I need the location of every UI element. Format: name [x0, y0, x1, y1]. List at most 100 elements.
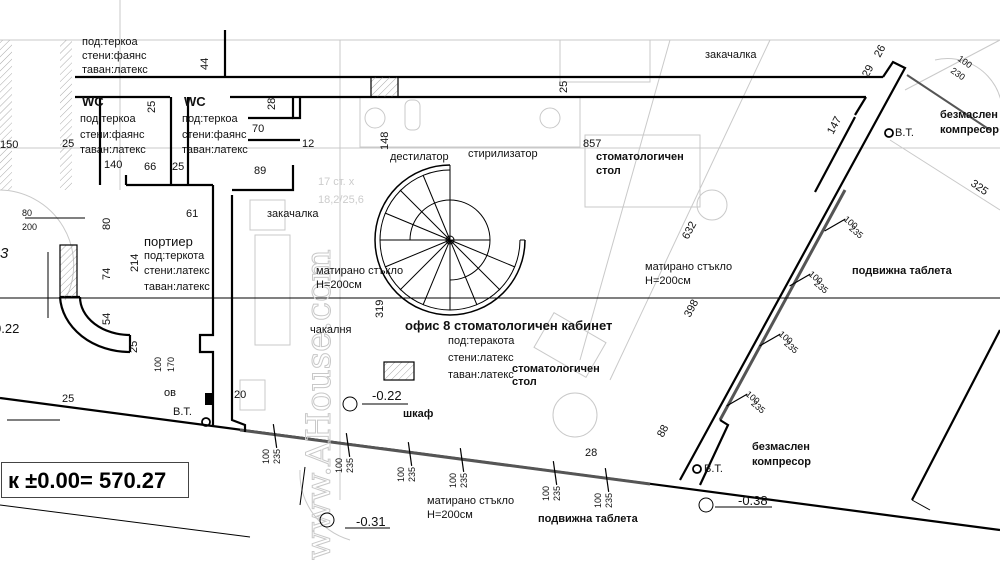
dim: 25	[62, 393, 74, 405]
dim: 44	[199, 58, 211, 70]
dim: 12	[302, 138, 314, 150]
ceiling-label: таван:латекс	[182, 144, 248, 156]
sterilizer-label: стирилизатор	[468, 148, 538, 160]
elevation-reference-box: к ±0.00= 570.27	[1, 462, 189, 498]
dim: 214	[129, 254, 141, 272]
dim: 170	[166, 357, 176, 372]
walls-label: стени:фаянс	[80, 129, 145, 141]
window-tick	[552, 461, 558, 485]
stair-note: 18,2/25,6	[318, 194, 364, 206]
dim: 54	[101, 313, 113, 325]
window-tick	[604, 468, 610, 492]
dim: 148	[379, 132, 391, 150]
window-tick	[789, 273, 811, 287]
dim: 61	[186, 208, 198, 220]
dim: 325	[968, 178, 990, 198]
compressor-label: компресор	[940, 124, 999, 136]
spiral-staircase	[374, 164, 526, 316]
dim: 66	[144, 161, 156, 173]
walls-label: стени:фаянс	[182, 129, 247, 141]
dim: 25	[128, 341, 140, 353]
window-tick	[824, 218, 846, 232]
room-wc-top: под:теркоа стени:фаянс таван:латекс	[82, 36, 148, 76]
dim: 147	[825, 115, 844, 137]
window-tick	[345, 433, 351, 457]
dim: 200	[22, 222, 37, 232]
window-dim: 235	[272, 449, 282, 464]
dim: 70	[252, 123, 264, 135]
dim: 25	[62, 138, 74, 150]
vt-label: В.Т.	[704, 463, 723, 475]
dim: 398	[682, 298, 701, 320]
window-dim: 235	[345, 458, 355, 473]
dim: 857	[583, 138, 601, 150]
level-label: -0.22	[372, 388, 402, 403]
cabinet-label: шкаф	[403, 408, 434, 420]
dental-chair-label: стоматологичен	[596, 151, 684, 163]
dim: 20	[234, 389, 246, 401]
waiting-room-label: чакалня	[310, 324, 352, 336]
dim: 29	[860, 63, 876, 79]
compressor-label: компресор	[752, 456, 811, 468]
glass-height-label: H=200см	[427, 509, 473, 521]
window-tick	[759, 333, 781, 347]
room-portier: портиер под:теркота стени:латекс таван:л…	[144, 234, 210, 293]
furniture-outlines	[0, 0, 1000, 541]
dental-chair-label: стоматологичен	[512, 363, 600, 375]
window-dim: 100	[448, 473, 458, 488]
window-dim: 235	[407, 467, 417, 482]
level-label: 0.22	[0, 321, 19, 336]
ceiling-label: таван:латекс	[448, 369, 514, 381]
dim: 100	[153, 357, 163, 372]
glass-height-label: H=200см	[645, 275, 691, 287]
floor-label: под:теркоа	[182, 113, 239, 125]
floor-label: под:теракота	[448, 335, 515, 347]
dim: 25	[558, 81, 570, 93]
level-label: -0.38	[738, 493, 768, 508]
compressor-label: безмаслен	[940, 109, 998, 121]
sliding-panel-label: подвижна таблета	[852, 265, 953, 277]
dim: 88	[655, 423, 671, 439]
window-dim: 100	[334, 458, 344, 473]
dim: 28	[266, 98, 278, 110]
dim: 80	[101, 218, 113, 230]
glass-height-label: H=200см	[316, 279, 362, 291]
room-name: WC	[82, 94, 104, 109]
hanger-label: закачалка	[705, 49, 757, 61]
room-wc-1: WC под:теркоа стени:фаянс таван:латекс	[80, 94, 146, 156]
distiller-label: дестилатор	[390, 151, 449, 163]
floor-label: под:теркоа	[82, 36, 139, 48]
glass-label: матирано стъкло	[645, 261, 732, 273]
glass-label: матирано стъкло	[316, 265, 403, 277]
compressor-label: безмаслен	[752, 441, 810, 453]
dim: 632	[680, 220, 699, 242]
window-dim: 235	[552, 486, 562, 501]
stair-note: 17 ст. x	[318, 176, 355, 188]
dim: 89	[254, 165, 266, 177]
walls-label: стени:латекс	[448, 352, 514, 364]
glass-label: матирано стъкло	[427, 495, 514, 507]
room-office-8: офис 8 стоматологичен кабинет под:терако…	[405, 318, 612, 381]
dental-chair-label: стол	[512, 376, 537, 388]
dim: 26	[872, 43, 888, 59]
sliding-panel-label: подвижна таблета	[538, 513, 639, 525]
vt-label: В.Т.	[173, 406, 192, 418]
room-name: портиер	[144, 234, 193, 249]
dim: 150	[0, 139, 18, 151]
room-name: WC	[184, 94, 206, 109]
level-marks: -0.22 -0.31 -0.38 0.22	[0, 321, 772, 529]
window-tick	[459, 448, 465, 472]
walls-label: стени:латекс	[144, 265, 210, 277]
room-wc-2: WC под:теркоа стени:фаянс таван:латекс	[182, 94, 248, 156]
vt-label: В.Т.	[895, 127, 914, 139]
window-dim: 235	[604, 493, 614, 508]
dim: 74	[101, 268, 113, 280]
window-dim: 100	[541, 486, 551, 501]
dim: 319	[374, 300, 386, 318]
dim: 25	[172, 161, 184, 173]
walls-label: стени:фаянс	[82, 50, 147, 62]
floor-label: под:теркота	[144, 250, 205, 262]
dim: 230	[949, 65, 967, 82]
watermark: www.AHouse.com	[299, 249, 339, 560]
